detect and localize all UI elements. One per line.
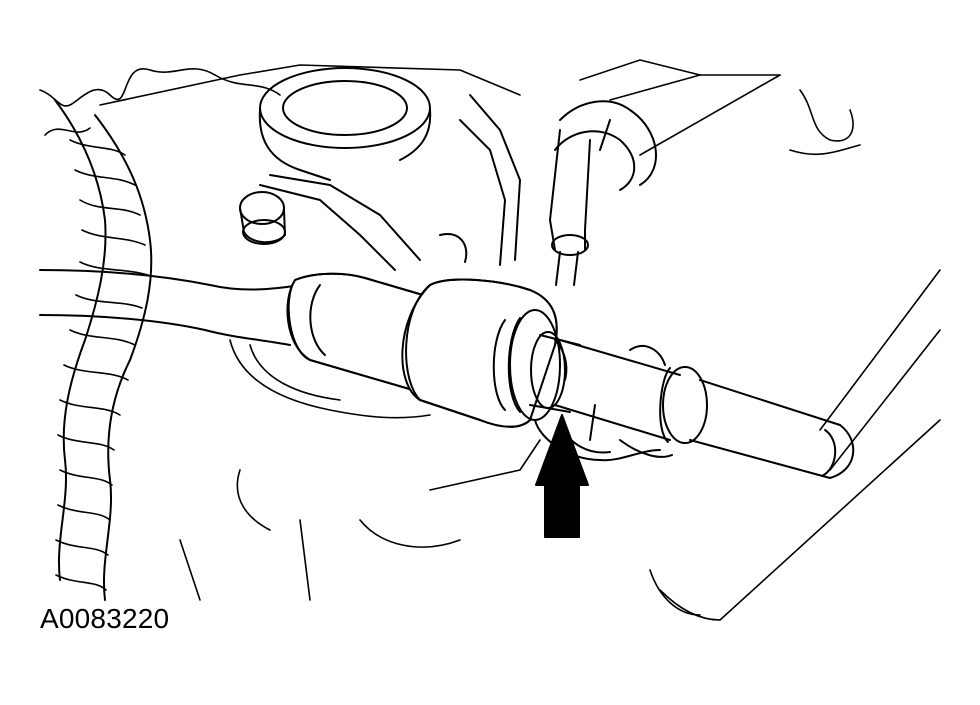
small-hose xyxy=(549,100,657,286)
indicator-arrow xyxy=(535,414,589,538)
engine-background xyxy=(39,59,941,621)
figure-id-label: A0083220 xyxy=(40,603,170,634)
mounting-bracket xyxy=(239,67,521,271)
quick-connect-coupling xyxy=(286,272,581,428)
wiring-harness xyxy=(54,99,153,601)
male-tube-fitting xyxy=(534,339,855,479)
fuel-line-tube xyxy=(39,269,431,419)
